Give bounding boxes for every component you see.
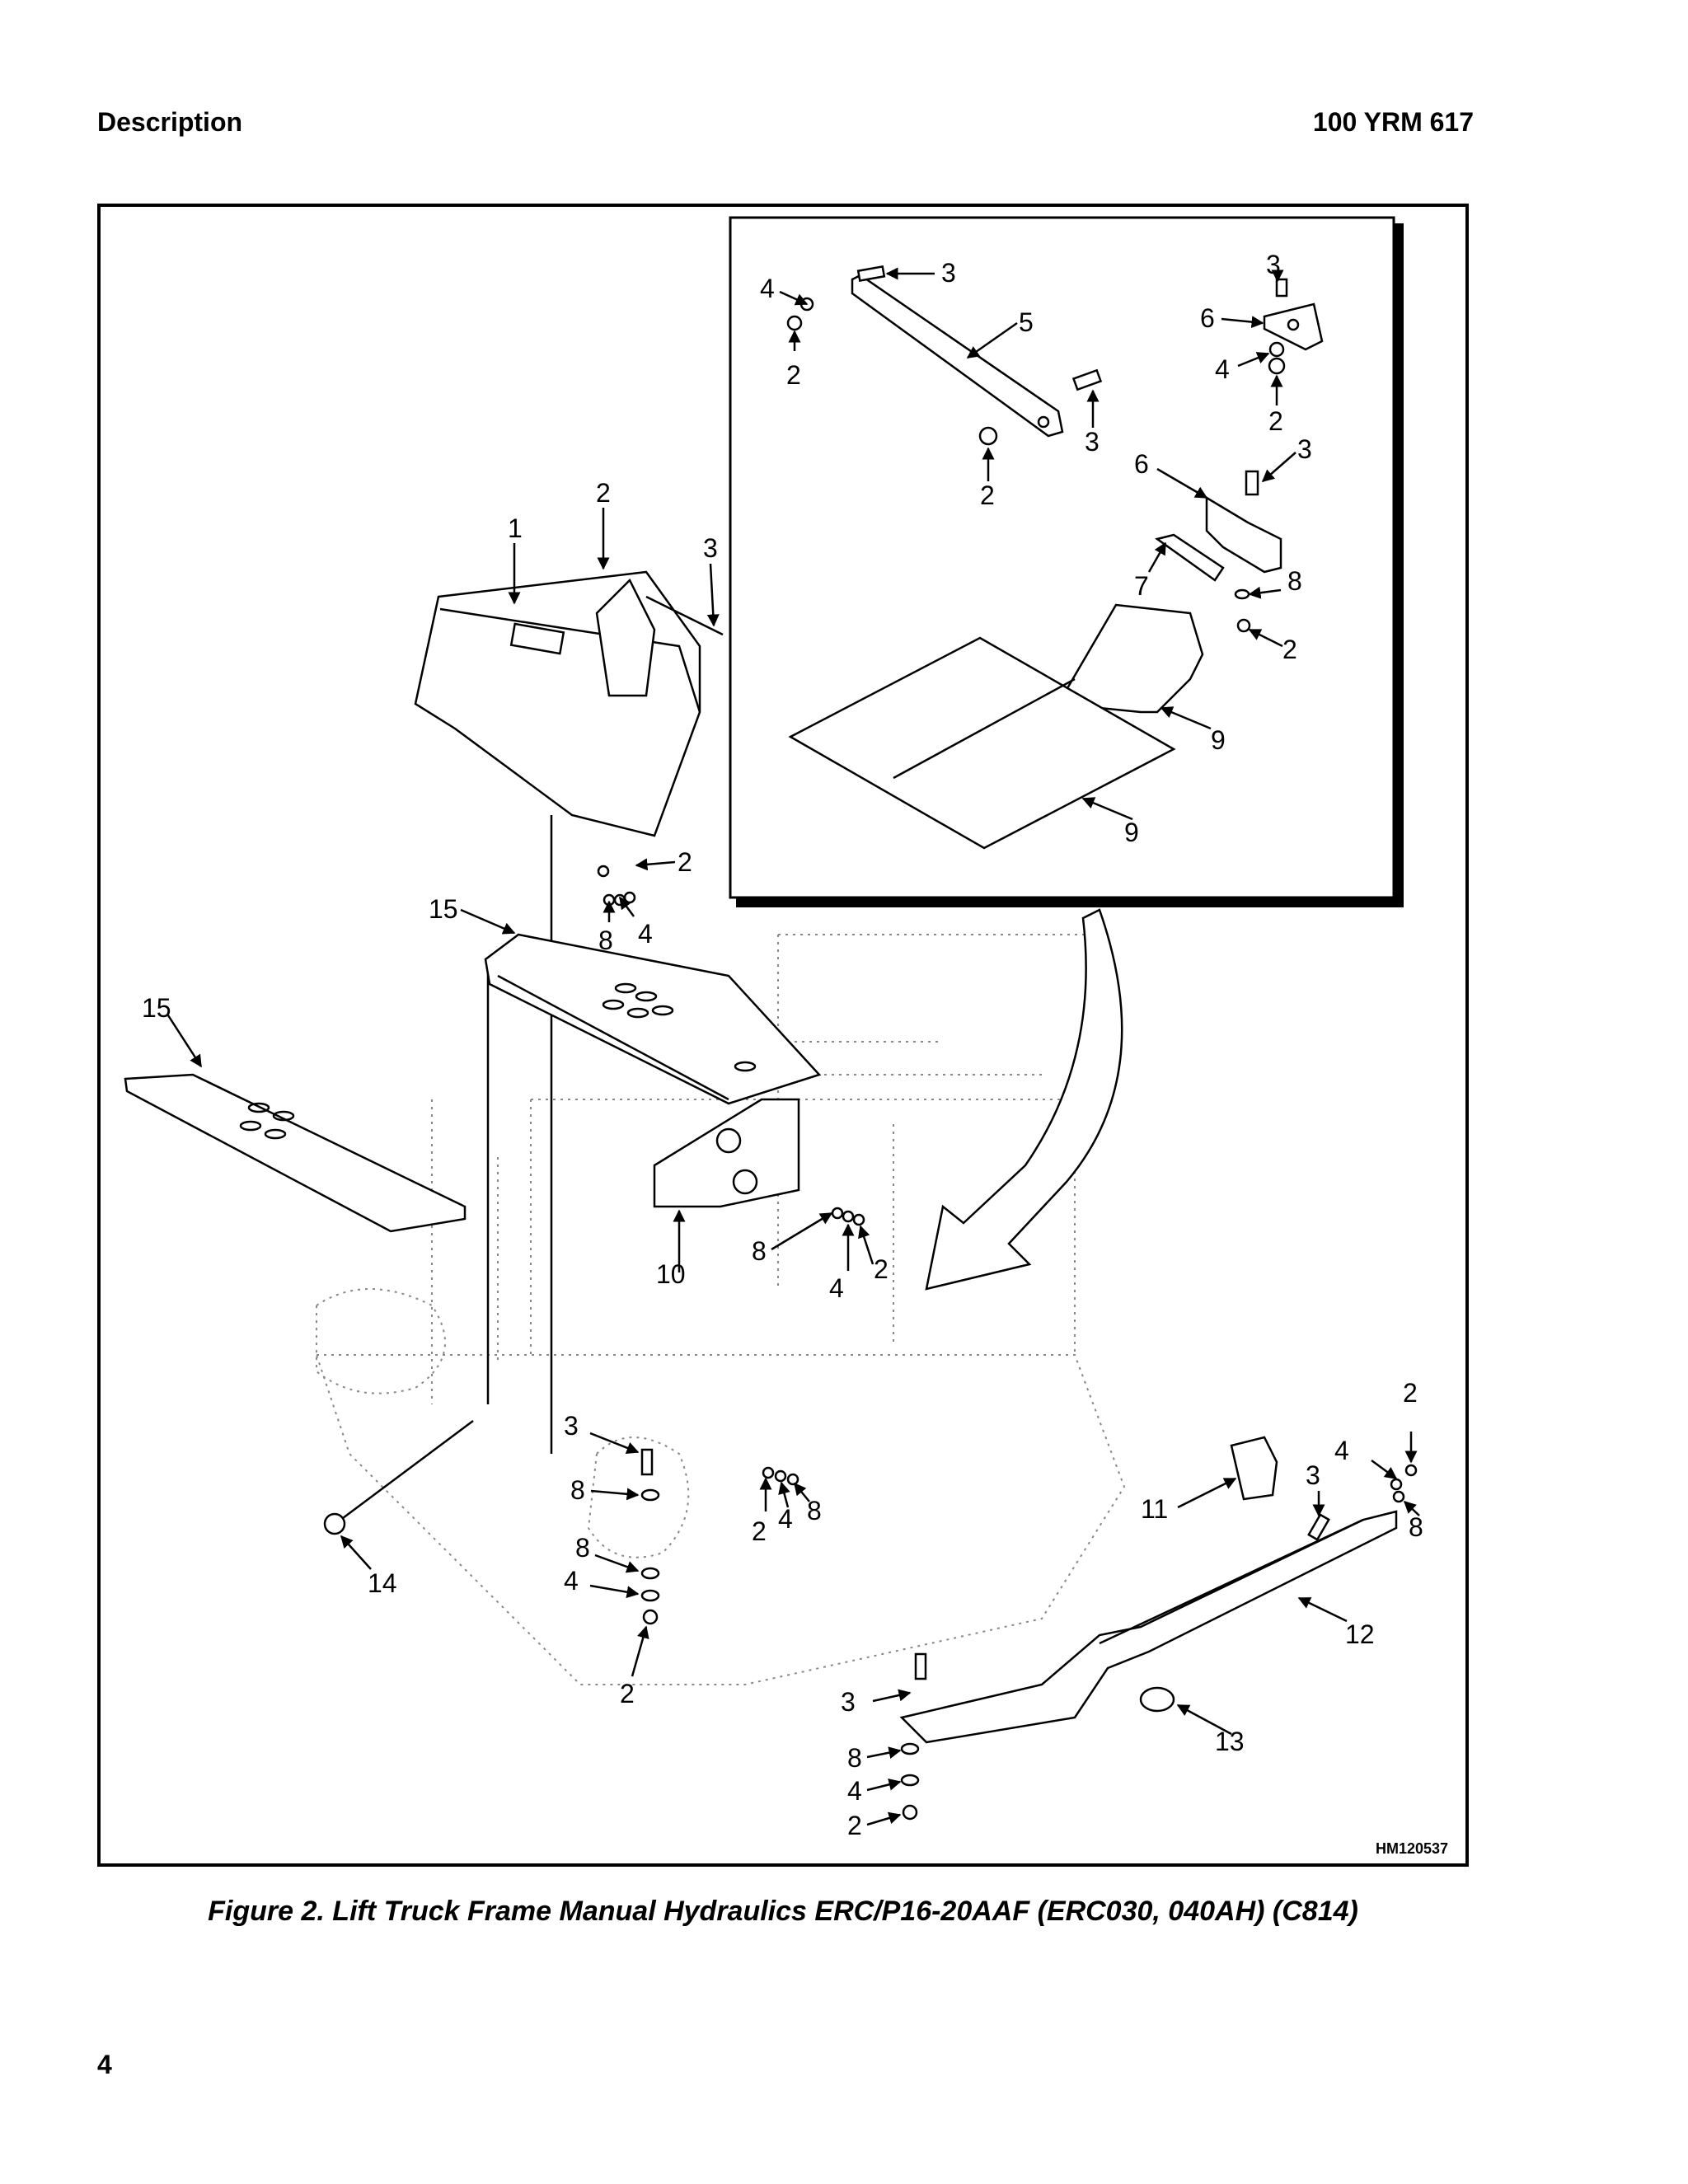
callout-4: 4 xyxy=(829,1273,844,1303)
callout-4: 4 xyxy=(778,1504,793,1534)
page-number: 4 xyxy=(97,2050,112,2079)
tread-holes xyxy=(602,982,757,1072)
callout-2: 2 xyxy=(596,478,611,508)
callout-2: 2 xyxy=(874,1254,889,1284)
mast-lines xyxy=(486,815,553,1454)
callout-8: 8 xyxy=(807,1496,822,1526)
floor-plate-part-15-upper xyxy=(484,933,822,1105)
callout-3: 3 xyxy=(841,1687,856,1717)
bolt-part-14 xyxy=(323,1419,474,1535)
inset-leader-arrows xyxy=(779,267,1296,821)
callout-2: 2 xyxy=(786,360,801,390)
bracket-part-6-upper xyxy=(1263,302,1324,351)
inset-detail xyxy=(729,216,1404,907)
callout-4: 4 xyxy=(1334,1436,1349,1465)
callout-3: 3 xyxy=(941,258,956,288)
callout-4: 4 xyxy=(638,919,653,949)
callout-14: 14 xyxy=(368,1568,397,1598)
callout-2: 2 xyxy=(980,480,995,510)
callout-3: 3 xyxy=(703,533,718,563)
callout-2: 2 xyxy=(752,1516,767,1546)
callout-6: 6 xyxy=(1134,449,1149,479)
callout-4: 4 xyxy=(1215,354,1230,384)
callout-3: 3 xyxy=(1297,434,1312,464)
bracket-part-6-lower xyxy=(1205,495,1282,574)
spacer-part-7 xyxy=(1155,533,1225,582)
callout-9: 9 xyxy=(1211,725,1226,755)
callout-4: 4 xyxy=(760,274,775,303)
side-rail-part-12 xyxy=(899,1510,1398,1744)
callout-2: 2 xyxy=(1403,1378,1418,1408)
bracket-part-10 xyxy=(653,1098,800,1208)
callout-8: 8 xyxy=(575,1533,590,1563)
callout-15: 15 xyxy=(429,894,458,924)
callout-15: 15 xyxy=(142,993,171,1023)
callout-13: 13 xyxy=(1215,1727,1245,1756)
inset-pointer-arrow xyxy=(925,908,1123,1291)
callout-1: 1 xyxy=(508,513,523,543)
callout-labels: 1 2 3 2 4 8 15 15 10 8 4 2 3 8 14 8 4 2 … xyxy=(142,478,1423,1840)
callout-2: 2 xyxy=(620,1679,635,1708)
figure-frame: 1 2 3 2 4 8 15 15 10 8 4 2 3 8 14 8 4 2 … xyxy=(97,204,1469,1867)
console-cover-part-1 xyxy=(414,570,724,837)
inset-fasteners xyxy=(786,265,1288,633)
callout-6: 6 xyxy=(1200,303,1215,333)
floor-plate-part-15-left xyxy=(124,1073,467,1233)
callout-2: 2 xyxy=(847,1811,862,1840)
callout-8: 8 xyxy=(598,926,613,955)
cover-part-9 xyxy=(788,603,1204,850)
plug-part-13 xyxy=(1139,1686,1175,1713)
document-number: 100 YRM 617 xyxy=(1312,107,1474,137)
callout-2: 2 xyxy=(1268,406,1283,436)
callout-2: 2 xyxy=(1282,635,1297,664)
callout-9: 9 xyxy=(1124,818,1139,847)
callout-7: 7 xyxy=(1134,571,1149,601)
callout-8: 8 xyxy=(1409,1512,1423,1542)
callout-8: 8 xyxy=(752,1236,767,1266)
callout-8: 8 xyxy=(1287,566,1302,596)
callout-12: 12 xyxy=(1345,1619,1375,1649)
tread-holes-left xyxy=(239,1102,295,1140)
callout-11: 11 xyxy=(1141,1494,1168,1524)
callout-4: 4 xyxy=(564,1566,579,1596)
callout-8: 8 xyxy=(570,1475,585,1505)
callout-3: 3 xyxy=(1085,427,1100,457)
callout-2: 2 xyxy=(678,847,692,877)
callout-5: 5 xyxy=(1019,307,1034,337)
figure-caption: Figure 2. Lift Truck Frame Manual Hydrau… xyxy=(208,1896,1358,1927)
section-title: Description xyxy=(97,107,243,137)
drawing-reference: HM120537 xyxy=(1376,1840,1448,1857)
inset-callout-labels: 4 2 3 5 3 2 3 6 4 2 6 3 7 8 2 9 9 xyxy=(760,250,1312,847)
leader-arrows xyxy=(166,508,1420,1826)
bracket-part-11 xyxy=(1230,1436,1278,1501)
callout-8: 8 xyxy=(847,1743,862,1773)
callout-3: 3 xyxy=(564,1411,579,1441)
callout-3: 3 xyxy=(1266,250,1281,279)
callout-3: 3 xyxy=(1306,1460,1320,1490)
exploded-parts-diagram: 1 2 3 2 4 8 15 15 10 8 4 2 3 8 14 8 4 2 … xyxy=(124,216,1448,1857)
callout-4: 4 xyxy=(847,1776,862,1806)
callout-10: 10 xyxy=(656,1259,686,1289)
